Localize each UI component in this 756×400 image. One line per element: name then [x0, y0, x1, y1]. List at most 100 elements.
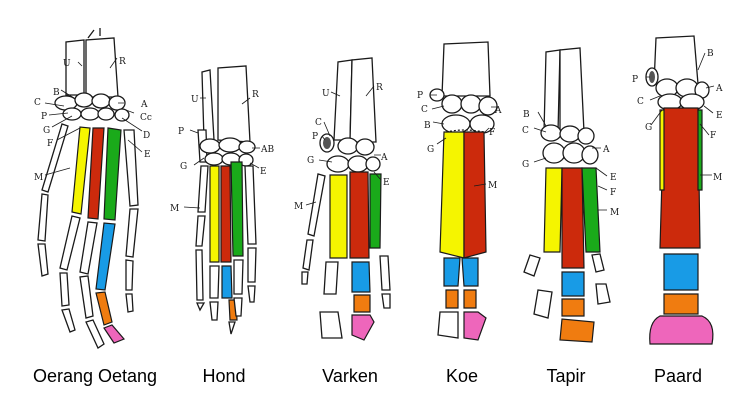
- label-C: C: [637, 97, 644, 107]
- oerang-oetang-carpals: [54, 92, 130, 122]
- label-B: B: [424, 121, 431, 131]
- label-A: A: [494, 106, 502, 116]
- oerang-oetang-leader-lines: [44, 57, 143, 176]
- label-G: G: [180, 162, 187, 172]
- label-A: A: [715, 84, 723, 94]
- paard-phalanges: [649, 253, 714, 345]
- label-P: P: [312, 132, 318, 142]
- oerang-oetang-digit-1: [37, 123, 69, 277]
- label-G: G: [427, 145, 434, 155]
- label-F: F: [710, 131, 716, 141]
- label-E: E: [383, 178, 390, 188]
- label-C: C: [522, 126, 529, 136]
- label-E: E: [716, 111, 723, 121]
- label-R: R: [119, 57, 126, 67]
- label-B: B: [707, 49, 714, 59]
- tapir-forearm: [543, 47, 585, 133]
- species-name-oerang-oetang: Oerang Oetang: [32, 366, 158, 386]
- tapir-digit-2: [523, 167, 563, 319]
- label-R: R: [252, 90, 259, 100]
- label-G: G: [43, 126, 50, 136]
- varken-forearm: [333, 57, 377, 143]
- species-name-paard: Paard: [653, 366, 703, 386]
- paard-letters: P B A C E G F M: [632, 49, 723, 183]
- hond-digit-1: [195, 165, 209, 312]
- oerang-oetang-digit-4: [95, 127, 126, 344]
- label-G: G: [645, 123, 652, 133]
- koe-leader-lines: [430, 94, 497, 187]
- oerang-oetang-digit-2: [59, 126, 91, 333]
- label-AB: AB: [260, 145, 274, 155]
- species-name-varken: Varken: [322, 366, 378, 386]
- koe-forearm: [441, 41, 491, 97]
- hond-letters: U R P AB G E M: [170, 90, 274, 214]
- label-R: R: [376, 83, 383, 93]
- label-F: F: [489, 128, 495, 138]
- hond-carpals: [199, 137, 256, 167]
- paard-limb: P B A C E G F M: [632, 35, 723, 345]
- label-U: U: [191, 95, 199, 105]
- label-M: M: [488, 181, 497, 191]
- label-E: E: [610, 173, 617, 183]
- label-P: P: [632, 75, 638, 85]
- varken-digit-2: [301, 173, 326, 285]
- hond-digit-4: [230, 161, 244, 317]
- label-U: U: [322, 89, 330, 99]
- tapir-digit-3: [559, 167, 595, 343]
- label-D: D: [143, 131, 150, 141]
- label-M: M: [610, 208, 619, 218]
- label-P: P: [178, 127, 184, 137]
- tapir-limb: B C A G E F M: [522, 47, 619, 343]
- label-E: E: [144, 150, 151, 160]
- label-M: M: [713, 173, 722, 183]
- label-G: G: [307, 156, 314, 166]
- hond-leader-lines: [183, 97, 260, 209]
- label-M: M: [170, 204, 179, 214]
- varken-letters: U R C P G A E M: [294, 83, 390, 212]
- label-B: B: [53, 88, 60, 98]
- oerang-oetang-digit-3: [79, 127, 105, 349]
- label-M: M: [34, 173, 43, 183]
- paard-carpals: [645, 67, 710, 111]
- oerang-oetang-digit-5: [123, 129, 139, 313]
- varken-leader-lines: [305, 85, 382, 206]
- koe-letters: P C A B F G M: [417, 91, 502, 191]
- varken-limb: U R C P G A E M: [294, 57, 391, 341]
- tapir-carpals: [540, 124, 599, 165]
- label-A: A: [140, 100, 148, 110]
- label-F: F: [610, 188, 616, 198]
- varken-digit-3: [319, 174, 348, 339]
- label-A: A: [380, 153, 388, 163]
- varken-digit-5: [369, 173, 391, 309]
- label-P: P: [417, 91, 423, 101]
- label-M: M: [294, 202, 303, 212]
- oerang-oetang-letters: U R B A Cc C P G F D E M: [34, 57, 152, 183]
- hond-digit-3: [220, 165, 238, 335]
- oerang-oetang-forearm: [65, 28, 119, 98]
- label-B: B: [523, 110, 530, 120]
- varken-digit-4: [349, 171, 375, 341]
- koe-cannon-bone: [439, 129, 487, 259]
- tapir-leader-lines: [533, 111, 608, 211]
- label-Cc: Cc: [140, 113, 152, 123]
- koe-phalanges: [437, 257, 487, 341]
- species-name-hond: Hond: [202, 366, 246, 386]
- paard-forearm: [653, 35, 699, 85]
- tapir-letters: B C A G E F M: [522, 110, 619, 218]
- label-P: P: [41, 112, 47, 122]
- hond-digit-5: [244, 165, 257, 303]
- species-name-tapir: Tapir: [546, 366, 586, 386]
- tapir-digit-4: [581, 167, 611, 305]
- label-E: E: [260, 167, 267, 177]
- label-G: G: [522, 160, 529, 170]
- species-name-koe: Koe: [445, 366, 479, 386]
- label-C: C: [421, 105, 428, 115]
- oerang-oetang-limb: U R B A Cc C P G F D E M: [34, 28, 152, 349]
- paard-leader-lines: [646, 52, 715, 176]
- label-A: A: [602, 145, 610, 155]
- paard-cannon-bone: [659, 107, 703, 249]
- hond-limb: U R P AB G E M: [170, 65, 274, 335]
- label-C: C: [34, 98, 41, 108]
